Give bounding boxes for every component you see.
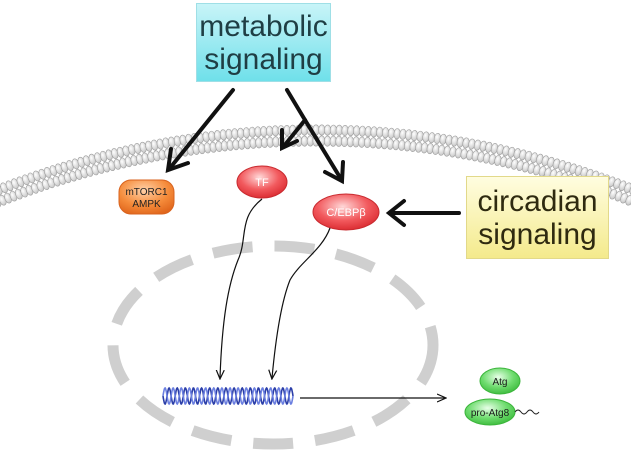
ampk-label: AMPK — [132, 199, 161, 210]
arrow-to-tf-branch — [282, 118, 307, 148]
membrane-bead — [625, 194, 631, 206]
metabolic-signaling-box: metabolic signaling — [196, 3, 331, 82]
cell-membrane — [0, 124, 631, 208]
arrow-to-tf-head — [280, 128, 299, 152]
arrow-to-mtorc1 — [168, 88, 235, 170]
membrane-bead — [318, 124, 326, 136]
cebp-label: C/EBPβ — [326, 207, 365, 219]
tf-to-dna-path — [220, 198, 263, 378]
atg-node: Atg — [479, 367, 521, 395]
metabolic-label-line1: metabolic — [199, 9, 328, 43]
membrane-bead — [629, 184, 631, 196]
pro-atg8-label: pro-Atg8 — [471, 408, 510, 419]
circadian-signaling-box: circadian signaling — [466, 176, 609, 259]
cebp-node: C/EBPβ — [312, 193, 380, 231]
pro-atg8-node: pro-Atg8 — [464, 398, 540, 426]
nucleus-envelope — [107, 240, 439, 450]
arrow-to-tf — [285, 88, 307, 122]
mtorc1-ampk-node: mTORC1 AMPK — [118, 179, 175, 215]
metabolic-arrows — [165, 88, 345, 185]
dna-helix — [162, 386, 294, 406]
cebp-to-dna-path — [272, 227, 331, 378]
arrow-to-mtorc1-head — [165, 147, 190, 173]
dna-strand — [162, 386, 294, 406]
tf-label: TF — [255, 177, 269, 189]
pro-atg8-tail — [514, 409, 540, 415]
membrane-bead — [324, 124, 332, 136]
circadian-label-line1: circadian — [477, 184, 598, 218]
mtorc1-label: mTORC1 — [125, 187, 167, 198]
circadian-arrow — [385, 199, 461, 227]
arrow-to-cebp-head — [323, 160, 345, 185]
metabolic-label-line2: signaling — [204, 42, 323, 76]
circadian-label-line2: signaling — [478, 217, 597, 251]
tf-node: TF — [236, 165, 288, 199]
atg-label: Atg — [492, 377, 507, 388]
membrane-bead — [300, 135, 309, 147]
nuclear-translocation-paths — [220, 198, 445, 398]
arrow-to-cebp — [303, 118, 343, 181]
